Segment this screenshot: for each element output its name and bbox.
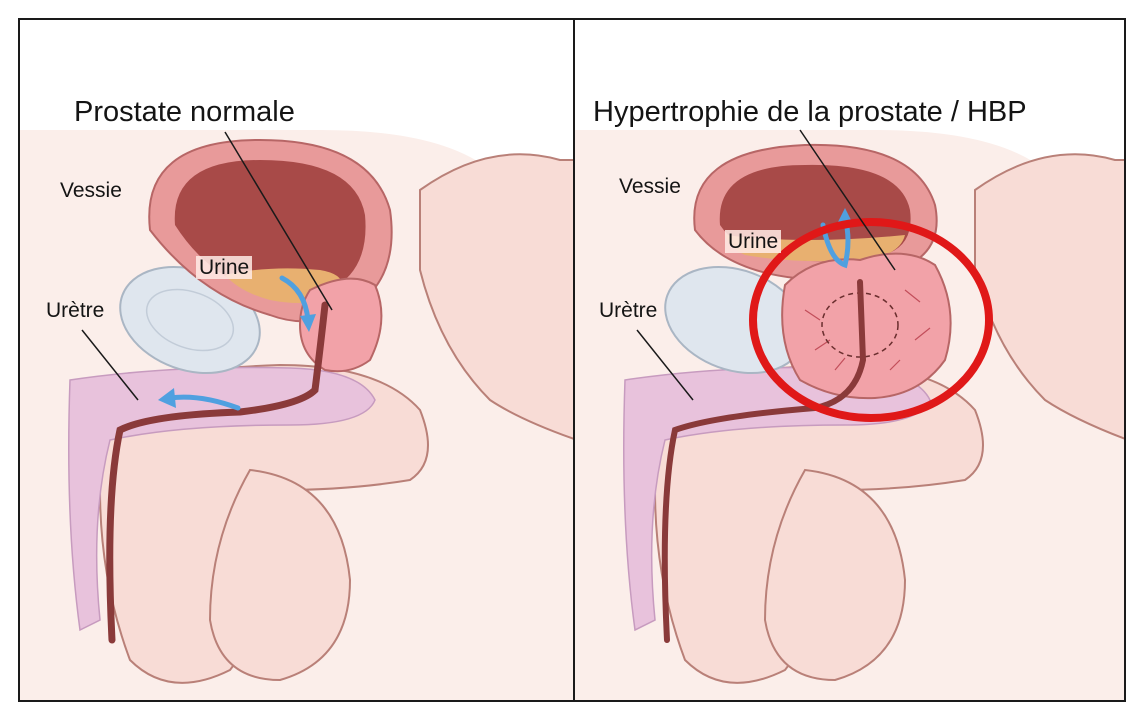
urethra-channel [661,279,867,643]
label-bladder: Vessie [60,179,122,202]
highlight-circle-icon [749,218,993,422]
leader-line-urethra [81,329,139,401]
panel-title: Hypertrophie de la prostate / HBP [593,96,1027,128]
pelvic-body-contour [974,153,1124,440]
pelvic-body-contour [419,153,573,440]
spongy-tissue [68,366,376,632]
leader-line-prostate [799,129,896,271]
urethra-channel [106,301,329,644]
prostate-normal [298,277,383,373]
panel-title: Prostate normale [74,96,295,128]
scrotum [763,468,907,682]
panel-normal-prostate: Prostate normale Vessie Urine Urètre [18,18,575,702]
scrotum [208,468,352,682]
label-bladder: Vessie [619,175,681,198]
leader-line-prostate [224,131,333,311]
flow-arrow-icon [167,394,241,411]
leader-line-urethra [636,329,694,401]
panel-bph: Hypertrophie de la prostate / HBP Vessie… [573,18,1126,702]
prostate-enlarged [781,252,952,400]
label-urine: Urine [196,256,253,279]
label-urine: Urine [725,230,782,253]
label-urethra: Urètre [46,299,105,322]
flow-arrow-icon [820,215,851,269]
label-urethra: Urètre [599,299,658,322]
anatomy-normal-illustration [20,130,573,700]
